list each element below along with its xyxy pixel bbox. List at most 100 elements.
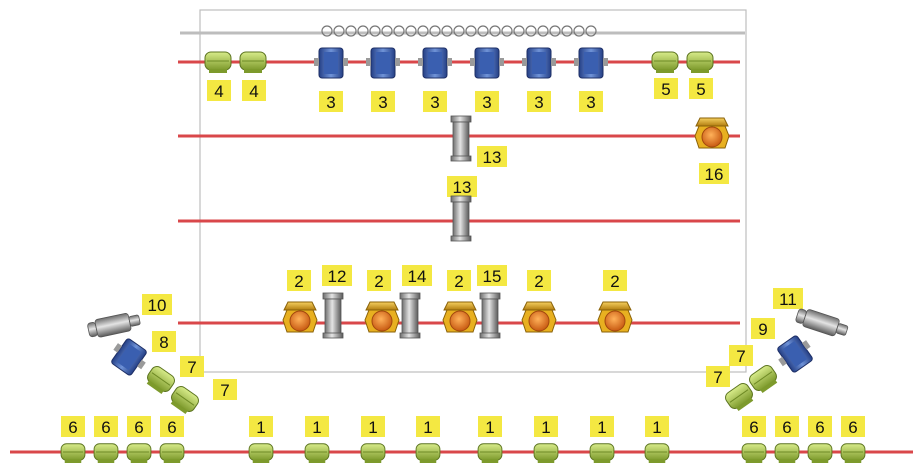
label-6-c: 6	[127, 416, 151, 437]
label-13-b: 13	[447, 176, 477, 197]
conveyor-1-f	[533, 443, 559, 463]
label-3-c: 3	[423, 91, 447, 112]
label-1-a: 1	[249, 416, 273, 437]
label-1-h: 1	[645, 416, 669, 437]
unit-5-a	[651, 51, 679, 74]
conveyor-1-e	[477, 443, 503, 463]
svg-text:3: 3	[534, 93, 543, 112]
svg-text:2: 2	[534, 272, 543, 291]
unit-5-b	[686, 51, 714, 74]
svg-text:4: 4	[214, 82, 223, 101]
label-8: 8	[152, 331, 176, 352]
unit-7-b	[166, 383, 202, 417]
conveyor-6-c	[126, 443, 152, 463]
svg-text:5: 5	[696, 80, 705, 99]
label-2-c: 2	[447, 270, 471, 291]
svg-text:10: 10	[148, 296, 167, 315]
svg-text:8: 8	[159, 333, 168, 352]
conveyor-6-d	[159, 443, 185, 463]
conveyor-1-a	[248, 443, 274, 463]
svg-text:7: 7	[736, 347, 745, 366]
module-3-b	[365, 47, 401, 79]
label-3-b: 3	[371, 91, 395, 112]
station-2-d	[521, 301, 557, 333]
label-1-e: 1	[478, 416, 502, 437]
label-15: 15	[477, 265, 507, 286]
label-1-c: 1	[361, 416, 385, 437]
svg-text:3: 3	[378, 93, 387, 112]
label-6-f: 6	[775, 416, 799, 437]
svg-text:6: 6	[167, 418, 176, 437]
coil-spring-icon	[321, 25, 597, 37]
label-13-a: 13	[477, 146, 507, 167]
module-9	[771, 331, 819, 377]
conveyor-6-h	[840, 443, 866, 463]
svg-text:2: 2	[610, 272, 619, 291]
cylinder-13-a	[450, 115, 472, 162]
unit-4-b	[239, 51, 267, 74]
module-8	[105, 334, 153, 380]
svg-text:11: 11	[779, 290, 797, 309]
station-16	[694, 117, 730, 149]
svg-text:1: 1	[652, 418, 661, 437]
label-6-d: 6	[160, 416, 184, 437]
label-6-a: 6	[61, 416, 85, 437]
conveyor-6-e	[741, 443, 767, 463]
conveyor-1-b	[304, 443, 330, 463]
label-7-a: 7	[180, 356, 204, 377]
label-3-d: 3	[475, 91, 499, 112]
label-6-h: 6	[841, 416, 865, 437]
label-6-g: 6	[808, 416, 832, 437]
cylinder-11	[794, 306, 850, 340]
module-3-a	[313, 47, 349, 79]
label-7-c: 7	[729, 345, 753, 366]
svg-text:1: 1	[541, 418, 550, 437]
svg-text:16: 16	[705, 165, 724, 184]
label-1-b: 1	[305, 416, 329, 437]
label-6-e: 6	[742, 416, 766, 437]
label-16: 16	[699, 163, 729, 184]
svg-text:2: 2	[294, 272, 303, 291]
cylinder-14	[399, 292, 421, 339]
chamber-frame	[199, 9, 747, 373]
label-5-a: 5	[654, 78, 678, 99]
cylinder-12	[322, 292, 344, 339]
svg-text:9: 9	[758, 320, 767, 339]
label-2-e: 2	[603, 270, 627, 291]
svg-text:6: 6	[101, 418, 110, 437]
station-2-e	[597, 301, 633, 333]
svg-text:6: 6	[134, 418, 143, 437]
module-3-c	[417, 47, 453, 79]
conveyor-1-c	[360, 443, 386, 463]
conveyor-1-g	[589, 443, 615, 463]
label-4-b: 4	[242, 80, 266, 101]
label-14: 14	[402, 265, 432, 286]
svg-text:6: 6	[68, 418, 77, 437]
label-2-a: 2	[287, 270, 311, 291]
conveyor-6-f	[774, 443, 800, 463]
svg-text:6: 6	[782, 418, 791, 437]
svg-text:1: 1	[368, 418, 377, 437]
label-7-b: 7	[213, 379, 237, 400]
label-3-f: 3	[579, 91, 603, 112]
label-1-d: 1	[416, 416, 440, 437]
module-3-e	[521, 47, 557, 79]
svg-text:7: 7	[187, 358, 196, 377]
station-2-c	[442, 301, 478, 333]
label-2-d: 2	[527, 270, 551, 291]
svg-text:1: 1	[597, 418, 606, 437]
label-3-a: 3	[319, 91, 343, 112]
module-3-d	[469, 47, 505, 79]
label-12: 12	[322, 265, 352, 286]
station-2-b	[364, 301, 400, 333]
svg-text:6: 6	[848, 418, 857, 437]
unit-7-c	[746, 362, 782, 396]
svg-text:7: 7	[713, 368, 722, 387]
svg-text:15: 15	[483, 267, 502, 286]
svg-text:4: 4	[249, 82, 258, 101]
svg-text:1: 1	[485, 418, 494, 437]
svg-text:14: 14	[408, 267, 427, 286]
svg-text:2: 2	[374, 272, 383, 291]
label-2-b: 2	[367, 270, 391, 291]
